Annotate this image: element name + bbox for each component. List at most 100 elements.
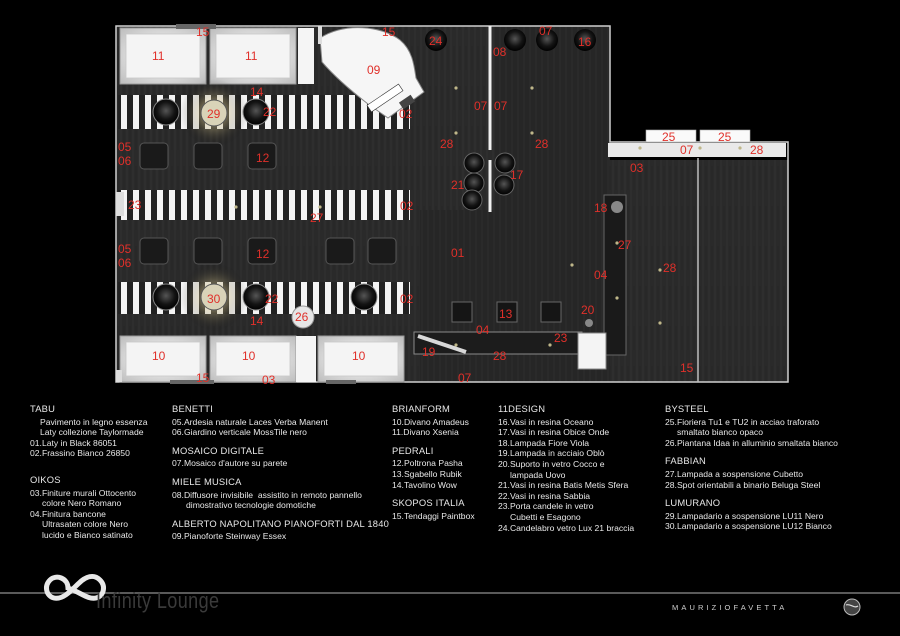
lamp-29 xyxy=(200,99,228,127)
armchair-12-h xyxy=(367,237,397,265)
stool-13-a xyxy=(451,301,473,323)
label-19: 19 xyxy=(422,345,436,359)
legend-item: 14.Tavolino Wow xyxy=(392,479,457,490)
brand-logo-text: Infinity Lounge xyxy=(96,588,220,613)
footer-rule xyxy=(0,592,900,594)
label-11b: 11 xyxy=(245,49,258,63)
vase-22-b xyxy=(242,98,270,126)
vase-21-a xyxy=(463,152,485,174)
table-14-top xyxy=(298,28,314,84)
legend-item: 21.Vasi in resina Batis Metis Sfera xyxy=(498,480,629,491)
vase-17-b xyxy=(493,174,515,196)
legend-item: 13.Sgabello Rubik xyxy=(392,468,462,479)
armchair-12-b xyxy=(193,142,223,170)
legend-item: 02.Frassino Bianco 26850 xyxy=(30,448,130,459)
legend-title-brianform: BRIANFORM xyxy=(392,403,451,414)
label-23a: 23 xyxy=(128,198,142,212)
vase-21-c xyxy=(461,189,483,211)
label-28e: 28 xyxy=(493,349,507,363)
label-10c: 10 xyxy=(352,349,366,363)
label-25b: 25 xyxy=(718,130,732,144)
legend-item: 04.Finitura bancone xyxy=(30,508,106,519)
armchair-12-a xyxy=(139,142,169,170)
bar-counter-vertical xyxy=(603,194,627,356)
piano-09 xyxy=(319,27,425,119)
legend-item: lampada Uovo xyxy=(510,469,566,480)
legend-item: 19.Lampada in acciaio Oblò xyxy=(498,448,605,459)
legend-item: Laty collezione Taylormade xyxy=(40,427,144,438)
label-03b: 03 xyxy=(262,373,276,387)
armchair-12-c xyxy=(247,142,277,170)
planter-25a xyxy=(645,129,697,143)
legend-item: 20.Suporto in vetro Cocco e xyxy=(498,458,605,469)
legend-item: lucido e Bianco satinato xyxy=(42,529,133,540)
label-27b: 27 xyxy=(618,238,632,252)
label-16: 16 xyxy=(578,35,592,49)
label-07c: 07 xyxy=(494,99,508,113)
label-26: 26 xyxy=(295,310,309,324)
label-23b: 23 xyxy=(554,331,568,345)
legend-item: 06.Giardino verticale MossTile nero xyxy=(172,427,307,438)
table-26 xyxy=(291,305,315,329)
label-06b: 06 xyxy=(118,256,132,270)
label-10a: 10 xyxy=(152,349,166,363)
armchair-12-e xyxy=(193,237,223,265)
label-27a: 27 xyxy=(310,211,324,225)
label-25a: 25 xyxy=(662,130,676,144)
label-03a: 03 xyxy=(630,161,644,175)
armchair-12-d xyxy=(139,237,169,265)
legend-title-napolitano: ALBERTO NAPOLITANO PIANOFORTI DAL 1840 xyxy=(172,517,390,529)
legend-item: 27.Lampada a sospensione Cubetto xyxy=(665,468,804,479)
legend-item: 07.Mosaico d'autore su parete xyxy=(172,458,288,469)
label-11a: 11 xyxy=(152,49,165,63)
label-02a: 02 xyxy=(399,107,413,121)
lamp-19 xyxy=(417,334,467,354)
vase-17-a xyxy=(494,152,516,174)
legend-item: 28.Spot orientabili a binario Beluga Ste… xyxy=(665,479,821,490)
label-20: 20 xyxy=(581,303,595,317)
legend-title-miele: MIELE MUSICA xyxy=(172,475,242,487)
vase-22-d xyxy=(242,283,270,311)
legend-item: dimostrativo tecnologie domotiche xyxy=(186,500,316,511)
legend-item: 12.Poltrona Pasha xyxy=(392,458,463,469)
legend-item: 29.Lampadario a sospensione LU11 Nero xyxy=(665,510,824,521)
label-05b: 05 xyxy=(118,242,132,256)
legend-title-fabbian: FABBIAN xyxy=(665,455,706,467)
legend-item: 26.Piantana Idaa in alluminio smaltata b… xyxy=(665,437,838,448)
label-10b: 10 xyxy=(242,349,256,363)
legend-item: 23.Porta candele in vetro xyxy=(498,501,594,512)
legend-item: Ultrasaten colore Nero xyxy=(42,519,128,530)
rug-stripes-2 xyxy=(118,190,410,220)
label-14b: 14 xyxy=(250,314,264,328)
legend-title-benetti: BENETTI xyxy=(172,403,213,414)
legend-item: 08.Diffusore invisibile assistito in rem… xyxy=(172,489,362,500)
lamp-18 xyxy=(611,201,623,213)
armchair-12-f xyxy=(247,237,277,265)
label-17: 17 xyxy=(510,168,524,182)
legend-col-3: BRIANFORM 10.Divano Amadeus 11.Divano Xs… xyxy=(392,403,475,521)
label-21: 21 xyxy=(451,178,465,192)
label-28a: 28 xyxy=(440,137,454,151)
stool-13-b xyxy=(496,301,518,323)
legend-item: 15.Tendaggi Paintbox xyxy=(392,510,475,521)
label-02b: 02 xyxy=(400,199,414,213)
legend-title-oikos: OIKOS xyxy=(30,473,61,485)
curtain-15-top xyxy=(176,24,216,29)
legend-item: smaltato bianco opaco xyxy=(677,427,763,438)
label-07e: 07 xyxy=(458,371,472,385)
label-04b: 04 xyxy=(476,323,490,337)
label-13: 13 xyxy=(499,307,513,321)
label-02c: 02 xyxy=(400,292,414,306)
spot-lights xyxy=(234,86,742,347)
label-08: 08 xyxy=(493,45,507,59)
legend-title-tabu: TABU xyxy=(30,403,56,414)
label-01: 01 xyxy=(451,246,465,260)
legend-item: 05.Ardesia naturale Laces Verba Manent xyxy=(172,416,328,427)
legend-item: 01.Laty in Black 86051 xyxy=(30,437,117,448)
lamp-30 xyxy=(200,283,228,311)
label-05a: 05 xyxy=(118,140,132,154)
legend-item: 16.Vasi in resina Oceano xyxy=(498,416,594,427)
label-15b: 15 xyxy=(382,25,396,39)
curtain-15-bottom xyxy=(170,380,214,384)
legend-col-4: 11DESIGN 16.Vasi in resina Oceano 17.Vas… xyxy=(498,403,634,533)
